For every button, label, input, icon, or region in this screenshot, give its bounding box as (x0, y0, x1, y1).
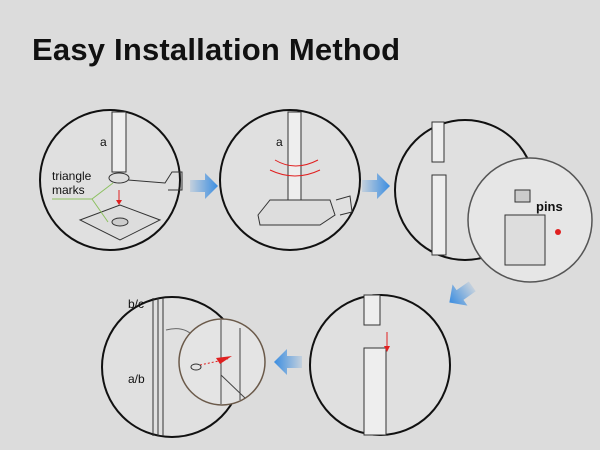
step-2-circle: a (219, 109, 361, 251)
step-1-circle: a triangle marks (39, 109, 183, 251)
label-marks: marks (52, 183, 85, 197)
label-a: a (276, 135, 283, 149)
label-triangle: triangle (52, 169, 92, 183)
step-3-circle: pins (394, 119, 593, 283)
label-pins: pins (536, 199, 563, 214)
label-a: a (100, 135, 107, 149)
label-bc: b/c (128, 297, 144, 311)
page-title: Easy Installation Method (32, 32, 401, 67)
arrow-left-icon (274, 349, 302, 375)
step-4-circle (309, 294, 451, 436)
label-ab: a/b (128, 372, 145, 386)
step-5-circle: b/c a/b (101, 296, 266, 438)
arrow-right-icon (362, 173, 390, 199)
arrow-right-icon (190, 173, 218, 199)
arrow-down-left-icon (449, 281, 476, 306)
